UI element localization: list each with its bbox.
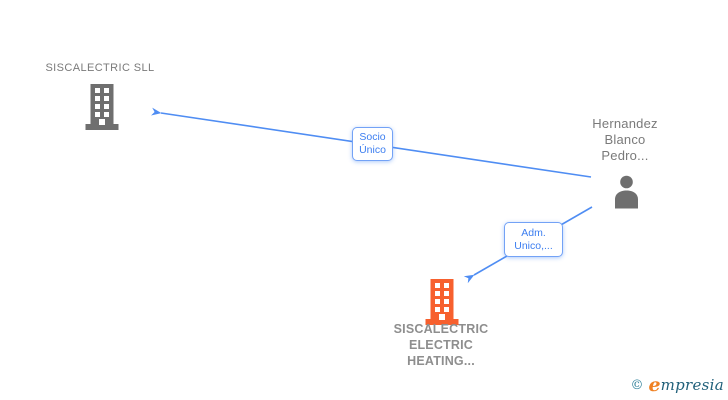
empresia-brand-initial: e	[648, 373, 661, 396]
edge-label-adm-unico[interactable]: Adm. Unico,...	[504, 222, 563, 257]
empresia-logo: © e mpresia	[630, 373, 724, 397]
person-label-line: Blanco	[604, 132, 646, 147]
edge-label-line: Adm.	[521, 227, 546, 239]
node-hernandez-blanco-pedro[interactable]	[612, 174, 641, 214]
building-icon	[425, 279, 459, 325]
company-label-line: SISCALECTRIC	[393, 322, 489, 336]
node-siscalectric-sll[interactable]	[84, 84, 120, 135]
person-label-line: Hernandez	[592, 116, 658, 131]
building-icon	[85, 84, 119, 130]
person-label-line: Pedro...	[601, 148, 649, 163]
node-label-siscalectric-sll[interactable]: SISCALECTRIC SLL	[45, 62, 155, 74]
node-siscalectric-electric-heating[interactable]	[424, 279, 460, 330]
company-label-line: ELECTRIC	[408, 338, 474, 352]
node-label-hernandez-blanco-pedro[interactable]: Hernandez Blanco Pedro...	[570, 116, 680, 164]
company-label-line: HEATING...	[407, 354, 475, 368]
copyright-icon: ©	[630, 377, 644, 393]
person-icon	[615, 175, 638, 209]
node-label-siscalectric-electric-heating[interactable]: SISCALECTRIC ELECTRIC HEATING...	[376, 321, 506, 369]
edge-label-line: Único	[359, 144, 386, 156]
empresia-brand-text: mpresia	[660, 376, 724, 394]
edge-label-line: Socio	[359, 131, 386, 143]
edge-label-line: Unico,...	[514, 240, 553, 252]
edge-label-socio-unico[interactable]: Socio Único	[352, 127, 393, 161]
